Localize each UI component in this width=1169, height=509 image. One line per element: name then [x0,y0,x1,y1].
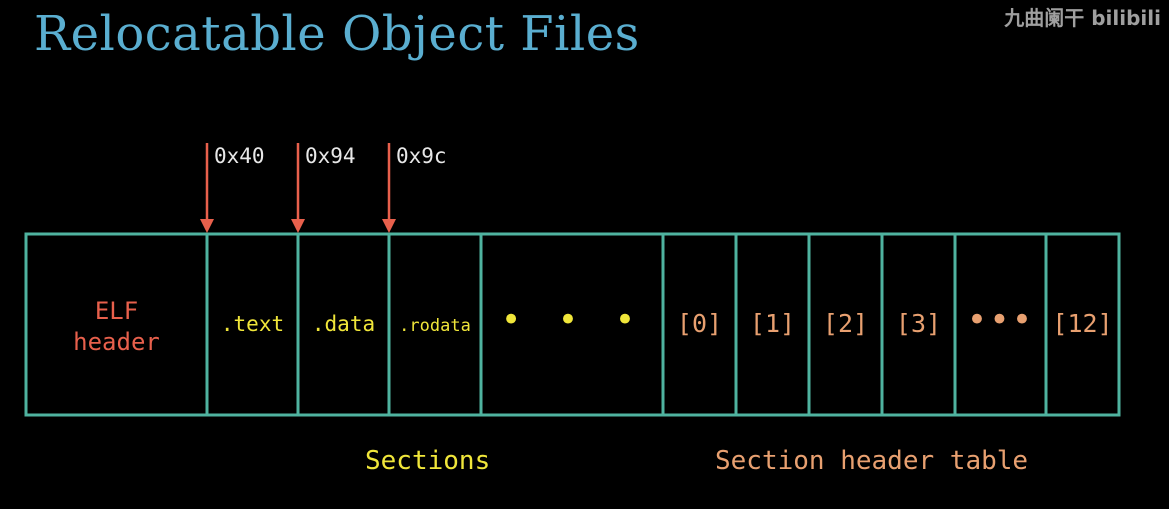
file-outline [24,232,1121,417]
offset-label-text: 0x40 [214,144,265,168]
offset-label-rodata: 0x9c [396,144,447,168]
section-header-3: [3] [895,309,942,338]
elf-header-line2: header [73,328,160,356]
elf-header-cell: ELF header [26,296,207,358]
watermark-logo: 九曲阑干 bilibili [1004,6,1161,30]
section-rodata: .rodata [399,316,471,336]
section-header-2: [2] [822,309,869,338]
arrowhead [382,219,396,233]
page-title: Relocatable Object Files [34,6,640,62]
section-data: .data [311,312,376,336]
section-header-1: [1] [749,309,796,338]
sections-ellipsis: • • • [500,300,644,340]
section-header-0: [0] [676,309,723,338]
arrowhead [200,219,214,233]
section-header-12: [12] [1052,309,1113,338]
section-headers-ellipsis: ••• [966,300,1035,340]
sections-caption: Sections [365,446,491,476]
elf-header-line1: ELF [94,297,139,325]
arrowhead [291,219,305,233]
offset-label-data: 0x94 [305,144,356,168]
section-header-table-caption: Section header table [715,446,1029,476]
section-text: .text [220,312,285,336]
